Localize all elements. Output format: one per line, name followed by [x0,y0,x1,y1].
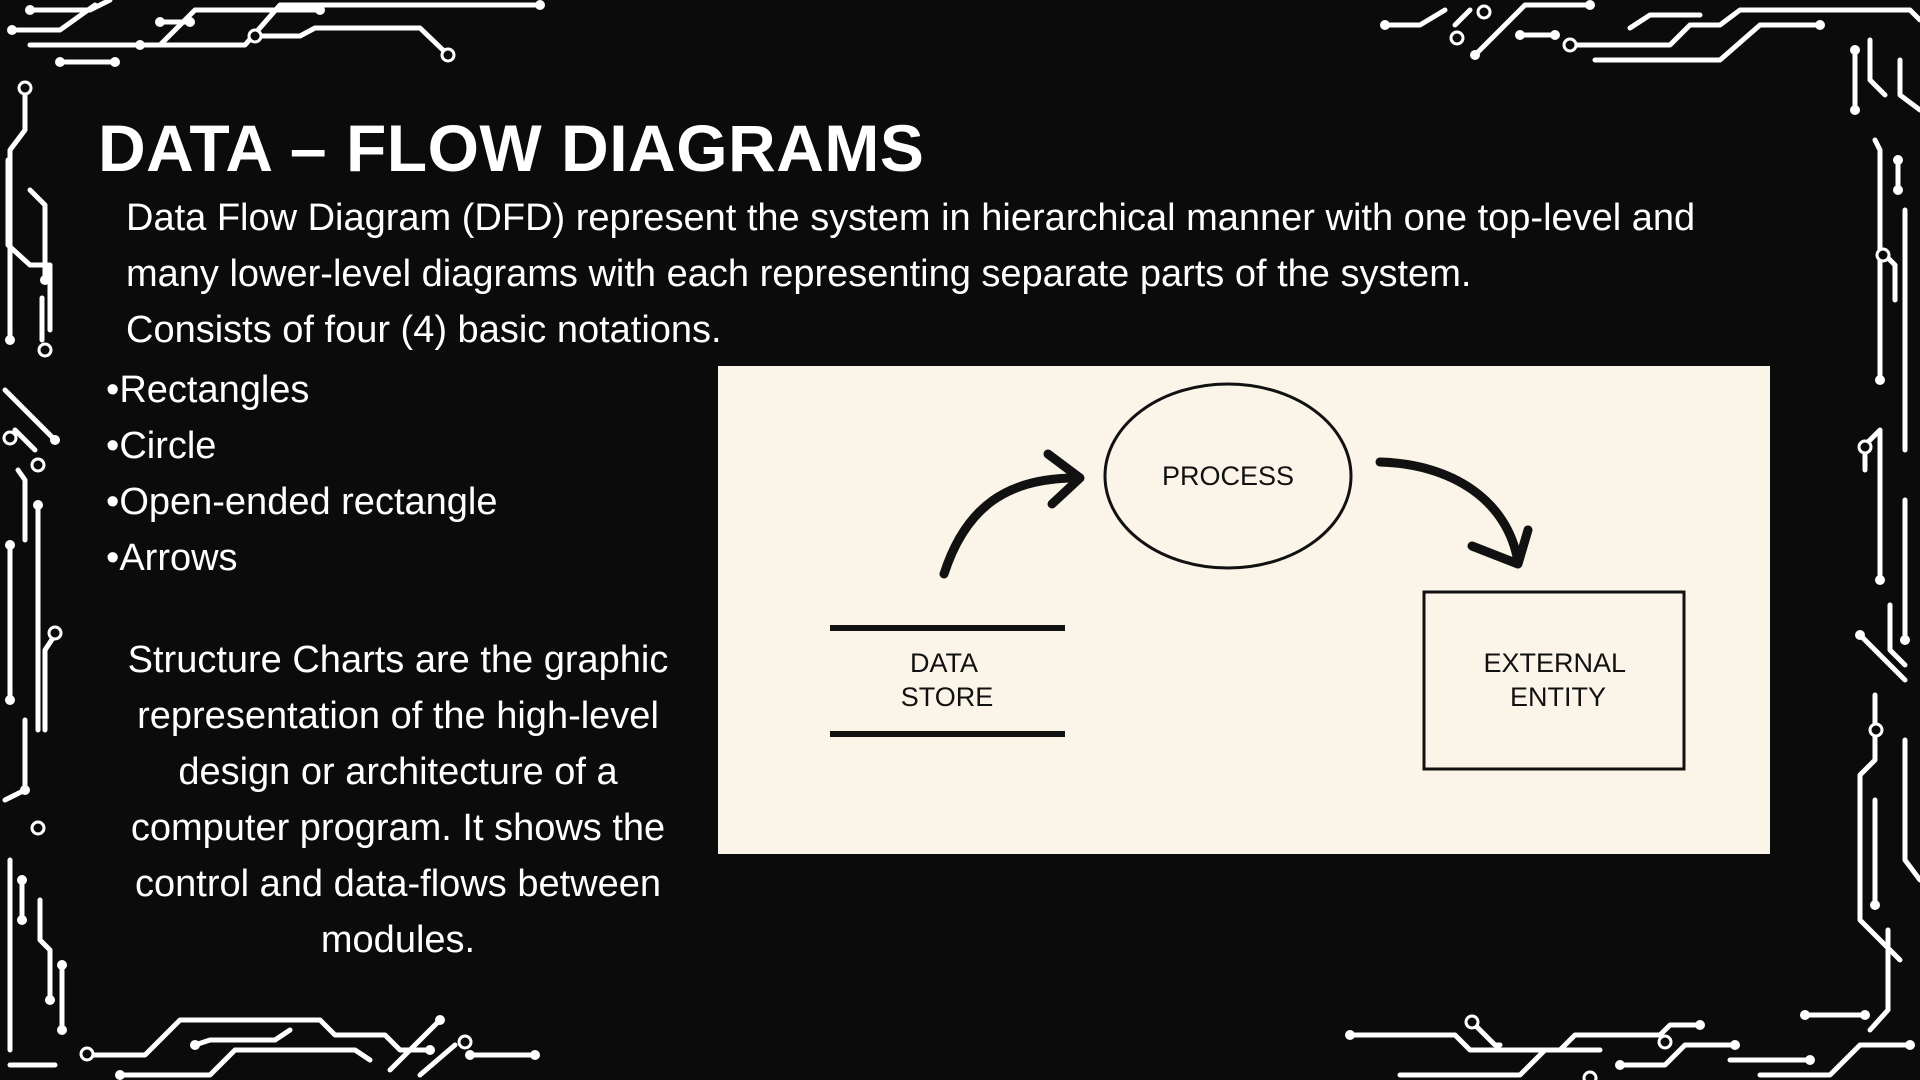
external-entity-label: EXTERNAL ENTITY [1483,648,1632,712]
arrow-to-process-head [1043,449,1085,509]
process-label: PROCESS [1162,461,1294,491]
intro-line: many lower-level diagrams with each repr… [126,253,1472,295]
notation-bullet-list: Rectangles Circle Open-ended rectangle A… [106,362,666,586]
data-store-label-line: STORE [901,682,994,712]
bullet-item: Open-ended rectangle [106,474,666,530]
intro-paragraph: Data Flow Diagram (DFD) represent the sy… [126,190,1806,358]
intro-line: Data Flow Diagram (DFD) represent the sy… [126,197,1696,239]
slide-title: DATA – FLOW DIAGRAMS [98,111,925,185]
data-store-label: DATA STORE [901,648,994,712]
structure-line: modules. [320,919,476,961]
structure-line: representation of the high-level [137,695,659,737]
data-store-label-line: DATA [910,648,978,678]
external-entity-label-line: ENTITY [1510,682,1606,712]
arrow-to-entity-head [1467,525,1533,569]
external-entity-label-line: EXTERNAL [1483,648,1626,678]
structure-line: Structure Charts are the graphic [127,639,669,681]
bullet-item: Rectangles [106,362,666,418]
intro-line: Consists of four (4) basic notations. [126,309,722,351]
arrow-to-process [939,473,1081,579]
process-ellipse [1103,382,1353,570]
external-entity-rectangle [1422,590,1686,771]
structure-line: computer program. It shows the [130,807,666,849]
dfd-notation-diagram: PROCESS DATA STORE EXTERNAL ENTITY [718,366,1770,854]
structure-line: design or architecture of a [178,751,618,793]
bullet-item: Circle [106,418,666,474]
arrow-to-entity [1375,457,1523,567]
bullet-item: Arrows [106,530,666,586]
structure-charts-paragraph: Structure Charts are the graphic represe… [96,632,700,968]
structure-line: control and data-flows between [135,863,661,905]
